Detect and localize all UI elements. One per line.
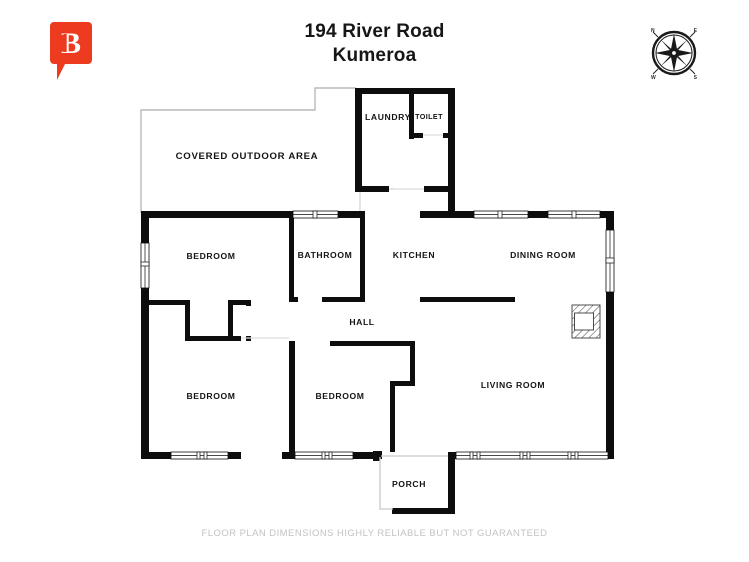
compass-label-se: S — [694, 75, 698, 81]
porch-outline — [379, 455, 448, 510]
compass-label-ne: E — [694, 28, 698, 34]
pin-shape — [50, 22, 92, 80]
plan-windows — [140, 210, 615, 460]
room-label-toilet: TOILET — [415, 112, 443, 121]
room-label-dining-room: DINING ROOM — [510, 250, 576, 260]
door-openings — [171, 134, 528, 455]
compass-label-sw: W — [651, 75, 656, 81]
fireplace-hatch — [571, 304, 601, 339]
room-label-laundry: LAUNDRY — [365, 112, 411, 122]
room-label-kitchen: KITCHEN — [393, 250, 435, 260]
room-label-living-room: LIVING ROOM — [481, 380, 545, 390]
compass-rose-icon: N E W S — [643, 22, 705, 84]
disclaimer-text: FLOOR PLAN DIMENSIONS HIGHLY RELIABLE BU… — [201, 528, 548, 539]
logo-letter-notch — [63, 34, 67, 52]
room-label-porch: PORCH — [392, 479, 426, 489]
covered-outdoor-area-outline — [140, 87, 356, 213]
room-label-bedroom-3: BEDROOM — [315, 391, 364, 401]
room-labels: COVERED OUTDOOR AREA LAUNDRY TOILET BEDR… — [176, 112, 576, 489]
room-label-hall: HALL — [349, 317, 374, 327]
room-label-bedroom-1: BEDROOM — [186, 251, 235, 261]
compass-label-nw: N — [651, 28, 655, 34]
room-label-bathroom: BATHROOM — [298, 250, 353, 260]
bayleys-pin-logo: B — [47, 20, 95, 82]
room-label-covered-outdoor-area: COVERED OUTDOOR AREA — [176, 151, 319, 162]
room-label-bedroom-2: BEDROOM — [186, 391, 235, 401]
